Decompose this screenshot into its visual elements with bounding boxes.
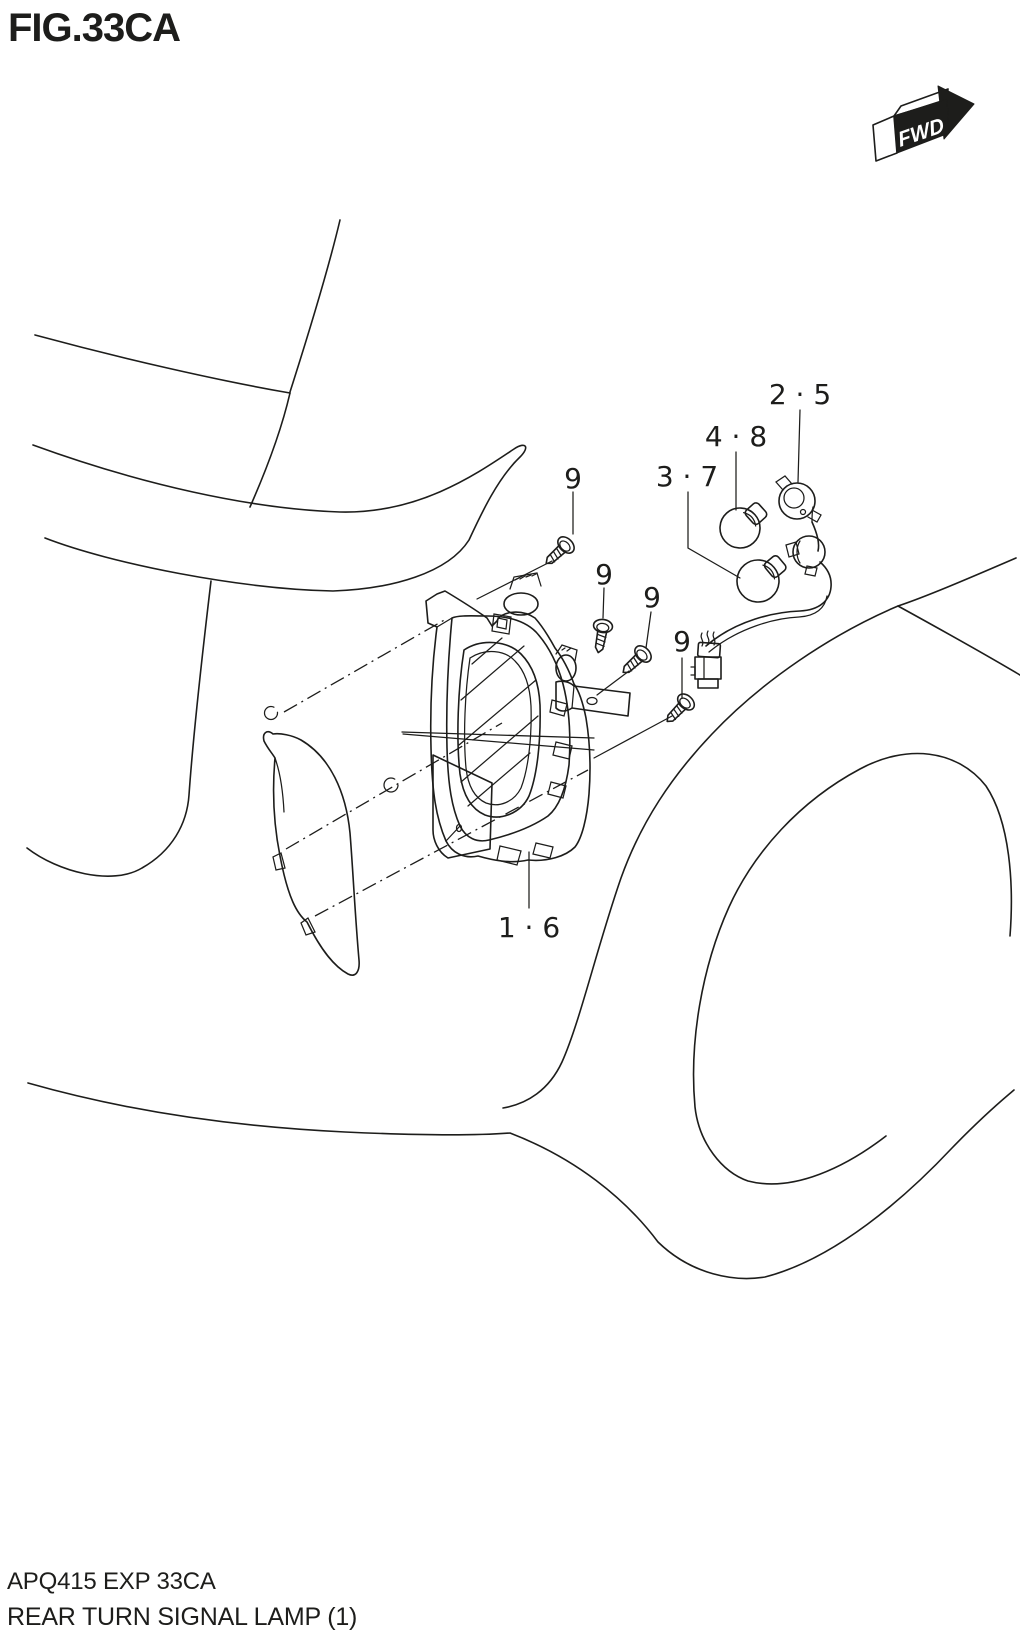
- screw-4: [666, 693, 696, 723]
- footer-part-title: REAR TURN SIGNAL LAMP (1): [7, 1603, 358, 1631]
- bulb-socket-upper: [775, 475, 822, 523]
- assembly-axis-lines: [283, 618, 595, 917]
- callout-bulb-upper: 4 · 8: [705, 420, 767, 453]
- screw-3: [622, 645, 652, 674]
- housing-back-plate: [432, 754, 493, 859]
- fwd-direction-arrow: FWD: [872, 85, 975, 162]
- bulb-lower: [736, 555, 787, 603]
- arrow-body: [893, 98, 950, 154]
- callout-socket-harness: 2 · 5: [769, 378, 831, 411]
- wiring-harness: [705, 506, 832, 653]
- callout-screw-2: 9: [595, 558, 613, 591]
- lamp-housing: [425, 572, 631, 866]
- screw-2: [592, 618, 614, 654]
- bulb-socket-boss-top: [503, 572, 542, 616]
- footer-model-code: APQ415 EXP 33CA: [7, 1568, 216, 1595]
- screw-1: [545, 536, 575, 565]
- footer: APQ415 EXP 33CA REAR TURN SIGNAL LAMP (1…: [7, 1568, 357, 1632]
- bulb-socket-lower: [785, 535, 826, 577]
- callout-leader-lines: [476, 409, 801, 909]
- callout-screw-3: 9: [643, 581, 661, 614]
- car-body-outline: [26, 219, 1020, 1280]
- callout-lamp-assembly: 1 · 6: [498, 911, 560, 944]
- lens-mount-tab: [300, 917, 316, 936]
- bulb-upper: [719, 502, 768, 549]
- bulb-socket-boss-side: [555, 644, 578, 682]
- turn-signal-lens: [262, 705, 399, 976]
- lens-mount-tab: [272, 852, 286, 871]
- figure-number: FIG.33CA: [8, 6, 181, 50]
- harness-connector: [690, 630, 722, 689]
- grommet-circle: [383, 777, 399, 793]
- grommet-circle: [263, 705, 279, 721]
- callout-screw-4: 9: [673, 625, 691, 658]
- mounting-bracket: [555, 680, 631, 717]
- callout-bulb-lower: 3 · 7: [656, 460, 718, 493]
- callout-screw-1: 9: [564, 462, 582, 495]
- housing-clip: [491, 613, 512, 635]
